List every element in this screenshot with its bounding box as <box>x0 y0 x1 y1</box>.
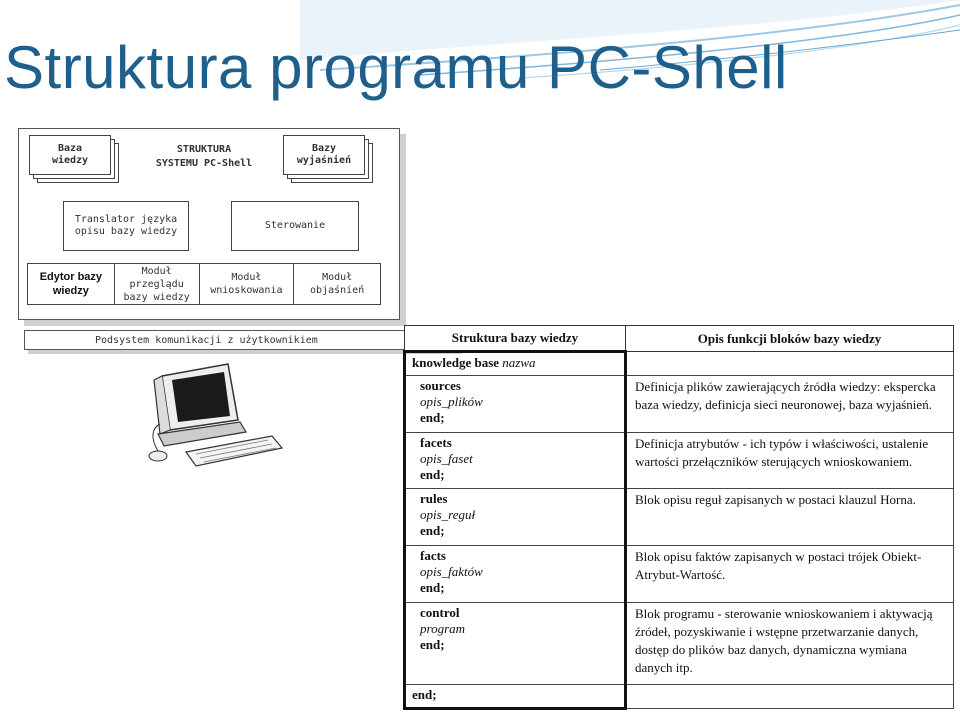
block-keyword: control <box>420 604 460 620</box>
block-description: Blok programu - sterowanie wnioskowaniem… <box>625 601 954 686</box>
page-title: Struktura programu PC-Shell <box>4 34 788 101</box>
explanation-module: Moduł objaśnień <box>310 272 365 296</box>
final-end: end; <box>412 687 437 702</box>
block-param: opis_faset <box>420 450 473 466</box>
control-box: Sterowanie <box>231 201 359 251</box>
table-row: sources opis_plików end; Definicja plikó… <box>403 375 954 433</box>
rules-block: rules opis_reguł end; <box>403 488 627 547</box>
sources-block: sources opis_plików end; <box>403 375 627 433</box>
system-frame: Baza wiedzy STRUKTURA SYSTEMU PC-Shell B… <box>18 128 400 320</box>
knowledge-base-box: Baza wiedzy <box>29 135 111 175</box>
facets-block: facets opis_faset end; <box>403 431 627 490</box>
block-description: Definicja plików zawierających źródła wi… <box>625 375 954 433</box>
table-header-description: Opis funkcji bloków bazy wiedzy <box>625 325 954 352</box>
user-communication-subsystem: Podsystem komunikacji z użytkownikiem <box>24 330 458 350</box>
kb-desc-empty <box>625 351 954 376</box>
header-wave-decoration <box>300 0 960 79</box>
block-end: end; <box>420 410 445 425</box>
block-param: opis_plików <box>420 394 483 409</box>
block-param: program <box>420 620 466 636</box>
block-end: end; <box>420 636 445 652</box>
explanations-base-box: Bazy wyjaśnień <box>283 135 365 175</box>
block-keyword: rules <box>420 491 448 507</box>
block-description: Blok opisu faktów zapisanych w postaci t… <box>625 545 954 603</box>
block-param: opis_faktów <box>420 564 483 580</box>
block-keyword: sources <box>420 378 461 393</box>
kb-keyword: knowledge base <box>412 355 500 370</box>
table-row: rules opis_reguł end; Blok opisu reguł z… <box>403 488 954 547</box>
control-block: control program end; <box>403 601 627 686</box>
block-end: end; <box>420 466 445 482</box>
structure-heading: STRUKTURA SYSTEMU PC-Shell <box>155 144 253 169</box>
block-description: Blok opisu reguł zapisanych w postaci kl… <box>625 488 954 547</box>
translator-box: Translator języka opisu bazy wiedzy <box>63 201 189 251</box>
block-end: end; <box>420 523 445 539</box>
block-keyword: facets <box>420 434 452 450</box>
final-desc-empty <box>625 684 954 709</box>
table-row: facets opis_faset end; Definicja atrybut… <box>403 431 954 490</box>
table-header-structure: Struktura bazy wiedzy <box>404 325 626 352</box>
block-end: end; <box>420 580 445 596</box>
modules-row: Edytor bazy wiedzy Moduł przeglądu bazy … <box>27 263 381 305</box>
system-structure-diagram: Baza wiedzy STRUKTURA SYSTEMU PC-Shell B… <box>0 120 458 475</box>
block-keyword: facts <box>420 548 446 564</box>
table-row: control program end; Blok programu - ste… <box>403 601 954 686</box>
browse-module: Moduł przeglądu bazy wiedzy <box>115 264 200 304</box>
block-description: Definicja atrybutów - ich typów i właści… <box>625 431 954 490</box>
inference-module: Moduł wnioskowania <box>200 264 295 304</box>
facts-block: facts opis_faktów end; <box>403 545 627 603</box>
block-param: opis_reguł <box>420 507 476 523</box>
final-end-cell: end; <box>403 684 627 710</box>
table-row: facts opis_faktów end; Blok opisu faktów… <box>403 545 954 603</box>
computer-icon <box>148 363 284 467</box>
editor-module: Edytor bazy wiedzy <box>28 264 115 304</box>
knowledge-base-table: Struktura bazy wiedzy Opis funkcji blokó… <box>403 325 954 710</box>
kb-name: nazwa <box>502 355 536 370</box>
kb-header-cell: knowledge base nazwa <box>403 350 627 376</box>
